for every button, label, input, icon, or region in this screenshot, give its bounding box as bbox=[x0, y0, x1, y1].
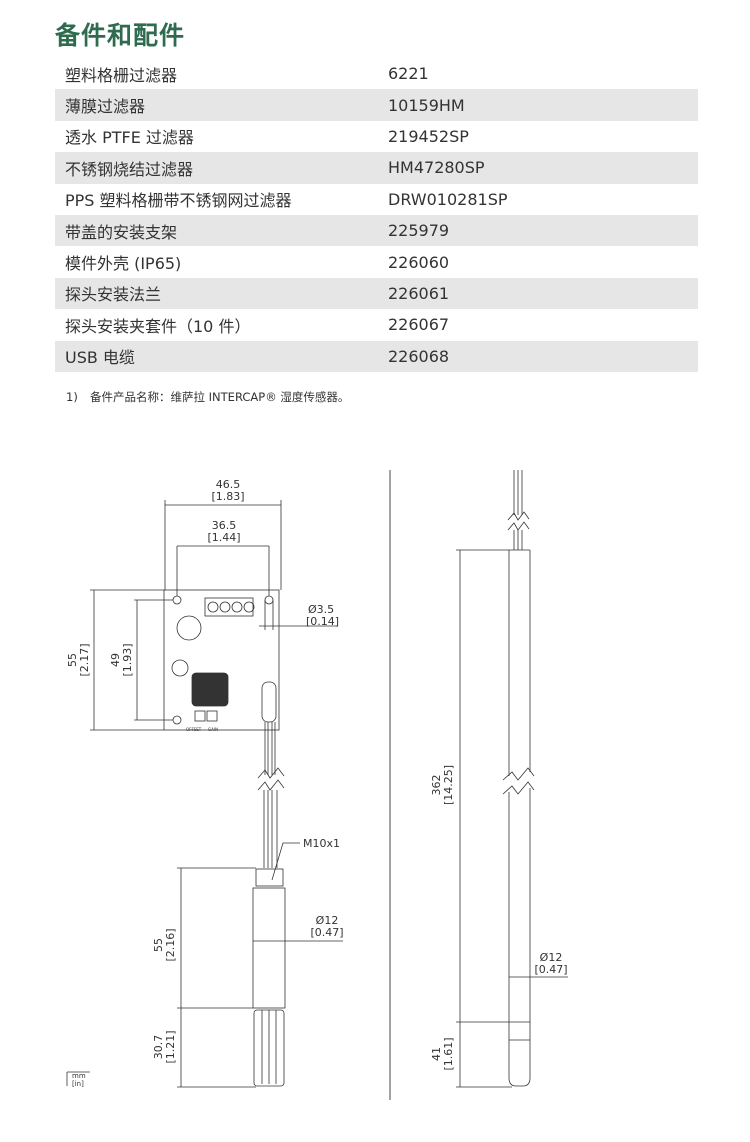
part-code: 10159HM bbox=[388, 95, 465, 115]
dim-tip-len-in: [1.61] bbox=[442, 1037, 455, 1070]
thread-label: M10x1 bbox=[303, 837, 340, 850]
part-name: 薄膜过滤器 bbox=[65, 97, 146, 117]
table-row: 探头安装法兰 226061 bbox=[55, 277, 698, 310]
table-row: 不锈钢烧结过滤器 HM47280SP bbox=[55, 152, 698, 184]
dim-probe-len: 55 bbox=[152, 938, 165, 952]
footnote: 1) 备件产品名称：维萨拉 INTERCAP® 湿度传感器。 bbox=[66, 389, 349, 405]
table-row: USB 电缆 226068 bbox=[55, 340, 698, 372]
part-code: 6221 bbox=[388, 64, 429, 84]
gain-label: GAIN bbox=[208, 727, 218, 732]
dim-hole-vspacing: 49 bbox=[109, 653, 122, 667]
dim-probe-len-in: [2.16] bbox=[164, 928, 177, 961]
units-mm: mm bbox=[72, 1072, 86, 1080]
part-name: 模件外壳 (IP65) bbox=[65, 254, 182, 274]
part-code: 226061 bbox=[388, 283, 450, 303]
dim-rod-len-in: [14.25] bbox=[442, 765, 455, 805]
units-legend: mm [in] bbox=[66, 1071, 90, 1088]
dim-rod-dia: Ø12 bbox=[540, 951, 563, 964]
spare-parts-table: 塑料格栅过滤器 6221 薄膜过滤器 10159HM 透水 PTFE 过滤器 219452… bbox=[55, 58, 698, 372]
dim-filter-len: 30.7 bbox=[152, 1035, 165, 1060]
part-code: 226068 bbox=[388, 346, 450, 366]
footnote-text: 备件产品名称：维萨拉 INTERCAP® 湿度传感器。 bbox=[90, 390, 350, 404]
footnote-number: 1) bbox=[66, 390, 78, 404]
part-code: DRW010281SP bbox=[388, 189, 508, 209]
dim-hole-dia-in: [0.14] bbox=[306, 615, 339, 628]
part-name: PPS 塑料格栅带不锈钢网过滤器 bbox=[65, 191, 292, 211]
dim-board-height-in: [2.17] bbox=[78, 643, 91, 676]
table-row: 塑料格栅过滤器 6221 bbox=[55, 58, 698, 89]
pcb-board: OFFSET GAIN bbox=[163, 589, 280, 732]
part-name: 探头安装夹套件（10 件） bbox=[65, 316, 251, 336]
part-code: 225979 bbox=[388, 221, 450, 241]
table-row: 薄膜过滤器 10159HM bbox=[55, 89, 698, 121]
dim-probe-dia-in: [0.47] bbox=[310, 926, 343, 939]
page-title: 备件和配件 bbox=[55, 21, 186, 50]
dim-rod-dia-in: [0.47] bbox=[534, 963, 567, 976]
table-row: 模件外壳 (IP65) 226060 bbox=[55, 246, 698, 277]
table-row: 探头安装夹套件（10 件） 226067 bbox=[55, 309, 698, 340]
dim-hole-vspacing-in: [1.93] bbox=[121, 643, 134, 676]
part-code: 226060 bbox=[388, 252, 450, 272]
offset-label: OFFSET bbox=[186, 727, 202, 732]
cable bbox=[257, 722, 285, 868]
dim-hole-spacing-in: [1.44] bbox=[207, 531, 240, 544]
dim-rod-len: 362 bbox=[430, 775, 443, 796]
dim-hole-spacing: 36.5 bbox=[212, 519, 237, 532]
part-name: 不锈钢烧结过滤器 bbox=[65, 159, 194, 179]
table-row: 透水 PTFE 过滤器 219452SP bbox=[55, 121, 698, 152]
part-code: 226067 bbox=[388, 315, 450, 335]
part-name: 透水 PTFE 过滤器 bbox=[65, 128, 194, 148]
table-row: PPS 塑料格栅带不锈钢网过滤器 DRW010281SP bbox=[55, 184, 698, 215]
rod-probe bbox=[502, 470, 535, 1087]
units-in: [in] bbox=[72, 1080, 84, 1088]
part-name: 探头安装法兰 bbox=[65, 285, 162, 305]
dim-filter-len-in: [1.21] bbox=[164, 1030, 177, 1063]
part-code: HM47280SP bbox=[388, 158, 485, 178]
dim-probe-dia: Ø12 bbox=[316, 914, 339, 927]
dim-board-width: 46.5 bbox=[216, 478, 241, 491]
part-name: 带盖的安装支架 bbox=[65, 222, 178, 242]
part-code: 219452SP bbox=[388, 126, 469, 146]
dim-board-width-in: [1.83] bbox=[211, 490, 244, 503]
part-name: USB 电缆 bbox=[65, 348, 135, 368]
dim-tip-len: 41 bbox=[430, 1047, 443, 1061]
dim-hole-dia: Ø3.5 bbox=[308, 603, 334, 616]
probe bbox=[252, 868, 286, 1087]
part-name: 塑料格栅过滤器 bbox=[65, 65, 178, 85]
dim-board-height: 55 bbox=[66, 653, 79, 667]
table-row: 带盖的安装支架 225979 bbox=[55, 214, 698, 247]
